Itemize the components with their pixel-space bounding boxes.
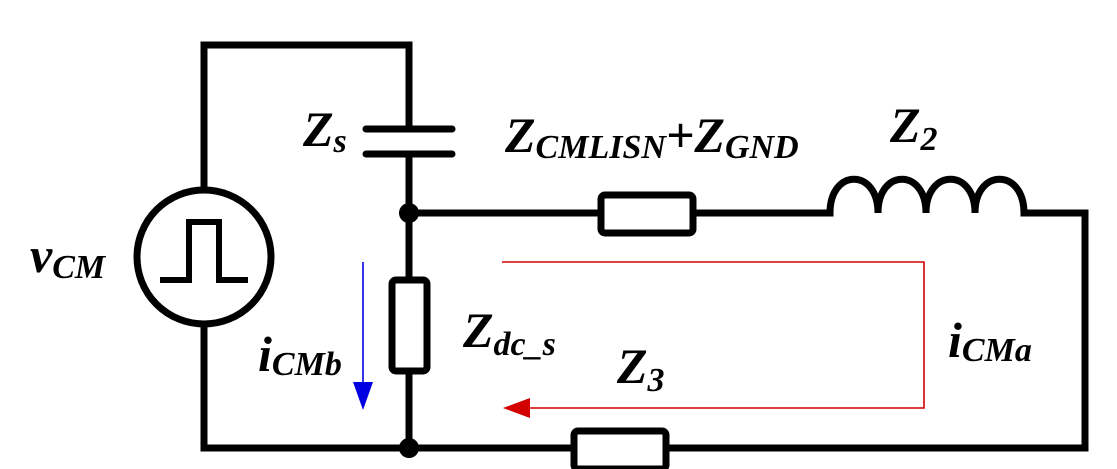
label-zs: Zs <box>302 101 347 160</box>
junction-node-bottom <box>399 438 419 458</box>
label-zdc-s: Zdc_s <box>462 302 556 363</box>
wire-left-top <box>200 41 413 190</box>
label-icmb: iCMb <box>258 326 342 383</box>
label-zcmlisn-zgnd: ZCMLISN+ZGND <box>504 107 799 166</box>
label-z3: Z3 <box>616 338 665 399</box>
current-loop-icma <box>502 261 925 418</box>
current-arrow-icmb <box>353 262 373 410</box>
pulse-voltage-source <box>133 186 275 328</box>
label-vcm: vCM <box>30 227 107 286</box>
label-z2: Z2 <box>889 97 938 158</box>
resistor-zdc-s <box>388 276 431 375</box>
junction-node-top <box>399 203 419 223</box>
wire-right-side <box>662 209 1089 452</box>
capacitor-zs <box>362 125 456 158</box>
inductor-z2 <box>826 175 1028 217</box>
wire-source-bottom <box>200 324 578 452</box>
resistor-z3 <box>570 427 670 469</box>
label-icma: iCMa <box>948 312 1032 369</box>
resistor-zcmlisn-zgnd <box>597 191 697 237</box>
